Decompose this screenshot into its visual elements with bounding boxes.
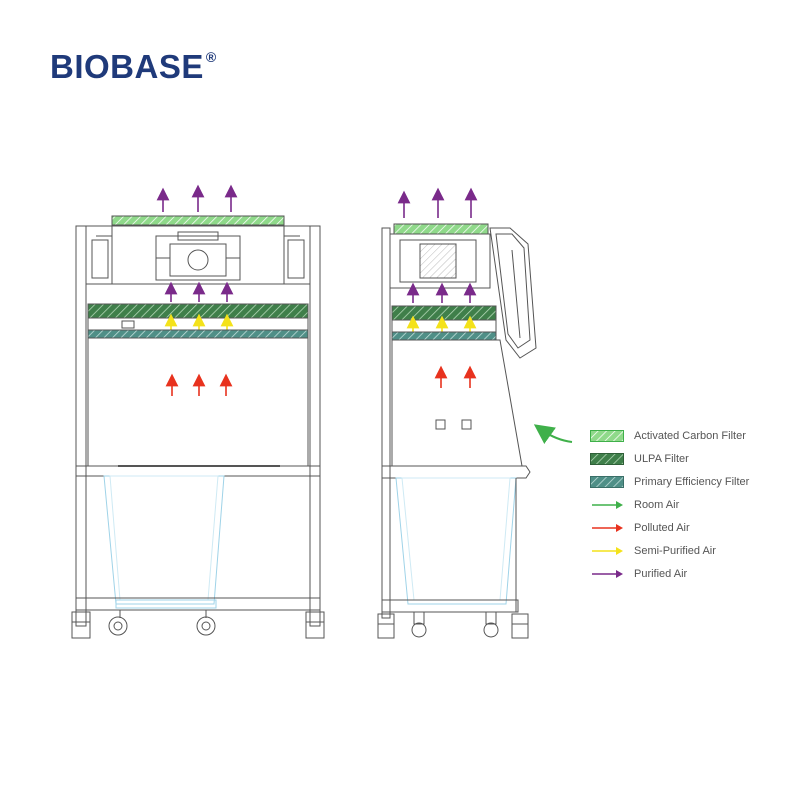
legend-label: Primary Efficiency Filter [634, 475, 750, 488]
legend-label: Semi-Purified Air [634, 544, 716, 557]
side-semi-purified-arrows [406, 315, 477, 332]
room-air-arrow [533, 424, 573, 444]
front-view [71, 184, 325, 639]
side-primary-filter [391, 331, 497, 341]
legend-label: Room Air [634, 498, 680, 511]
hatched-swatch-icon [590, 429, 624, 442]
legend-label: Purified Air [634, 567, 688, 580]
legend-label: Polluted Air [634, 521, 690, 534]
front-casters [71, 610, 325, 639]
side-ulpa-filter [391, 305, 497, 321]
side-exhaust-arrows [397, 187, 478, 218]
legend-item: Primary Efficiency Filter [590, 470, 790, 493]
arrow-right-icon [590, 522, 624, 534]
side-view [377, 187, 537, 639]
front-polluted-arrows [165, 373, 233, 396]
arrow-right-icon [590, 568, 624, 580]
legend-label: ULPA Filter [634, 452, 689, 465]
arrow-right-icon [590, 545, 624, 557]
front-primary-filter [87, 329, 309, 339]
legend-item: Polluted Air [590, 516, 790, 539]
hatched-swatch-icon [590, 475, 624, 488]
front-carbon-filter [111, 215, 285, 226]
legend: Activated Carbon Filter ULPA Filter Prim… [590, 424, 790, 585]
legend-item: Room Air [590, 493, 790, 516]
legend-item: ULPA Filter [590, 447, 790, 470]
arrow-right-icon [590, 499, 624, 511]
front-ulpa-filter [87, 303, 309, 319]
logo-text: BIOBASE [50, 48, 204, 85]
side-polluted-arrows [434, 365, 477, 388]
legend-label: Activated Carbon Filter [634, 429, 746, 442]
blower-fan [155, 231, 241, 281]
side-casters [377, 611, 529, 639]
biobase-logo: BIOBASE® [50, 48, 217, 86]
hatched-swatch-icon [590, 452, 624, 465]
front-semi-purified-arrows [164, 313, 234, 330]
front-exhaust-arrows [156, 184, 238, 212]
legend-item: Semi-Purified Air [590, 539, 790, 562]
registered-mark: ® [205, 49, 217, 65]
legend-item: Activated Carbon Filter [590, 424, 790, 447]
side-carbon-filter [393, 223, 489, 235]
side-purified-arrows [406, 282, 477, 303]
front-purified-arrows [164, 281, 234, 302]
legend-item: Purified Air [590, 562, 790, 585]
